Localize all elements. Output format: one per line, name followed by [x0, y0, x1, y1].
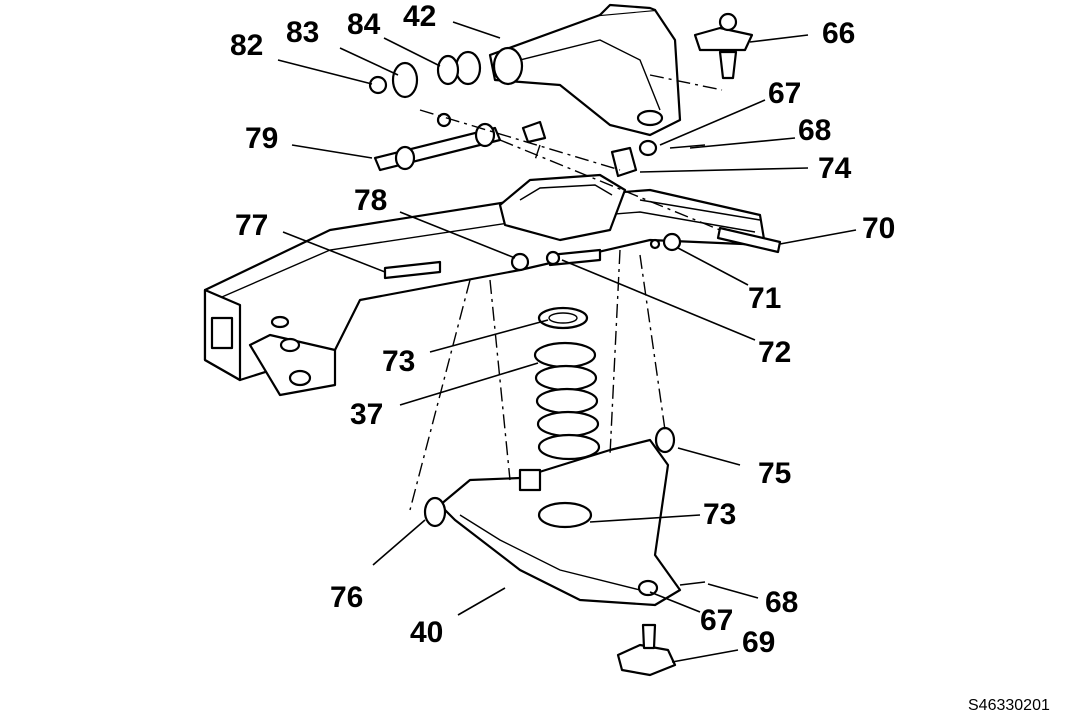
- leader-lines: [277, 21, 857, 663]
- callout-83: 83: [286, 16, 319, 49]
- upper-hardware: [610, 139, 706, 178]
- callout-72: 72: [758, 336, 791, 369]
- callout-82: 82: [230, 29, 263, 62]
- upper-arm-shaft: [373, 112, 547, 172]
- callout-79: 79: [245, 122, 278, 155]
- coil-spring: [533, 306, 601, 461]
- upper-ball-joint: [693, 12, 754, 80]
- callout-74: 74: [818, 152, 852, 185]
- callout-67-bottom: 67: [700, 604, 733, 637]
- callout-66: 66: [822, 17, 855, 50]
- callout-73-top: 73: [382, 345, 415, 378]
- callout-42: 42: [403, 0, 436, 33]
- callout-84: 84: [347, 8, 381, 41]
- frame-crossmember: [203, 173, 767, 397]
- upper-control-arm: [488, 3, 682, 137]
- assembly-lines: [409, 74, 723, 511]
- mounting-bolts: [383, 226, 782, 280]
- callout-77: 77: [235, 209, 268, 242]
- callout-68-bottom: 68: [765, 586, 798, 619]
- figure-code: S46330201: [968, 697, 1050, 714]
- lower-control-arm: [423, 426, 682, 607]
- callout-68-top: 68: [798, 114, 831, 147]
- callout-73-bottom: 73: [703, 498, 736, 531]
- callout-78: 78: [354, 184, 387, 217]
- callout-69: 69: [742, 626, 775, 659]
- upper-arm-bushing: [368, 50, 482, 99]
- callout-70: 70: [862, 212, 895, 245]
- callout-37: 37: [350, 398, 383, 431]
- callout-67-top: 67: [768, 77, 801, 110]
- callout-75: 75: [758, 457, 791, 490]
- callout-40: 40: [410, 616, 443, 649]
- callout-76: 76: [330, 581, 363, 614]
- lower-ball-joint: [616, 581, 706, 677]
- callout-71: 71: [748, 282, 781, 315]
